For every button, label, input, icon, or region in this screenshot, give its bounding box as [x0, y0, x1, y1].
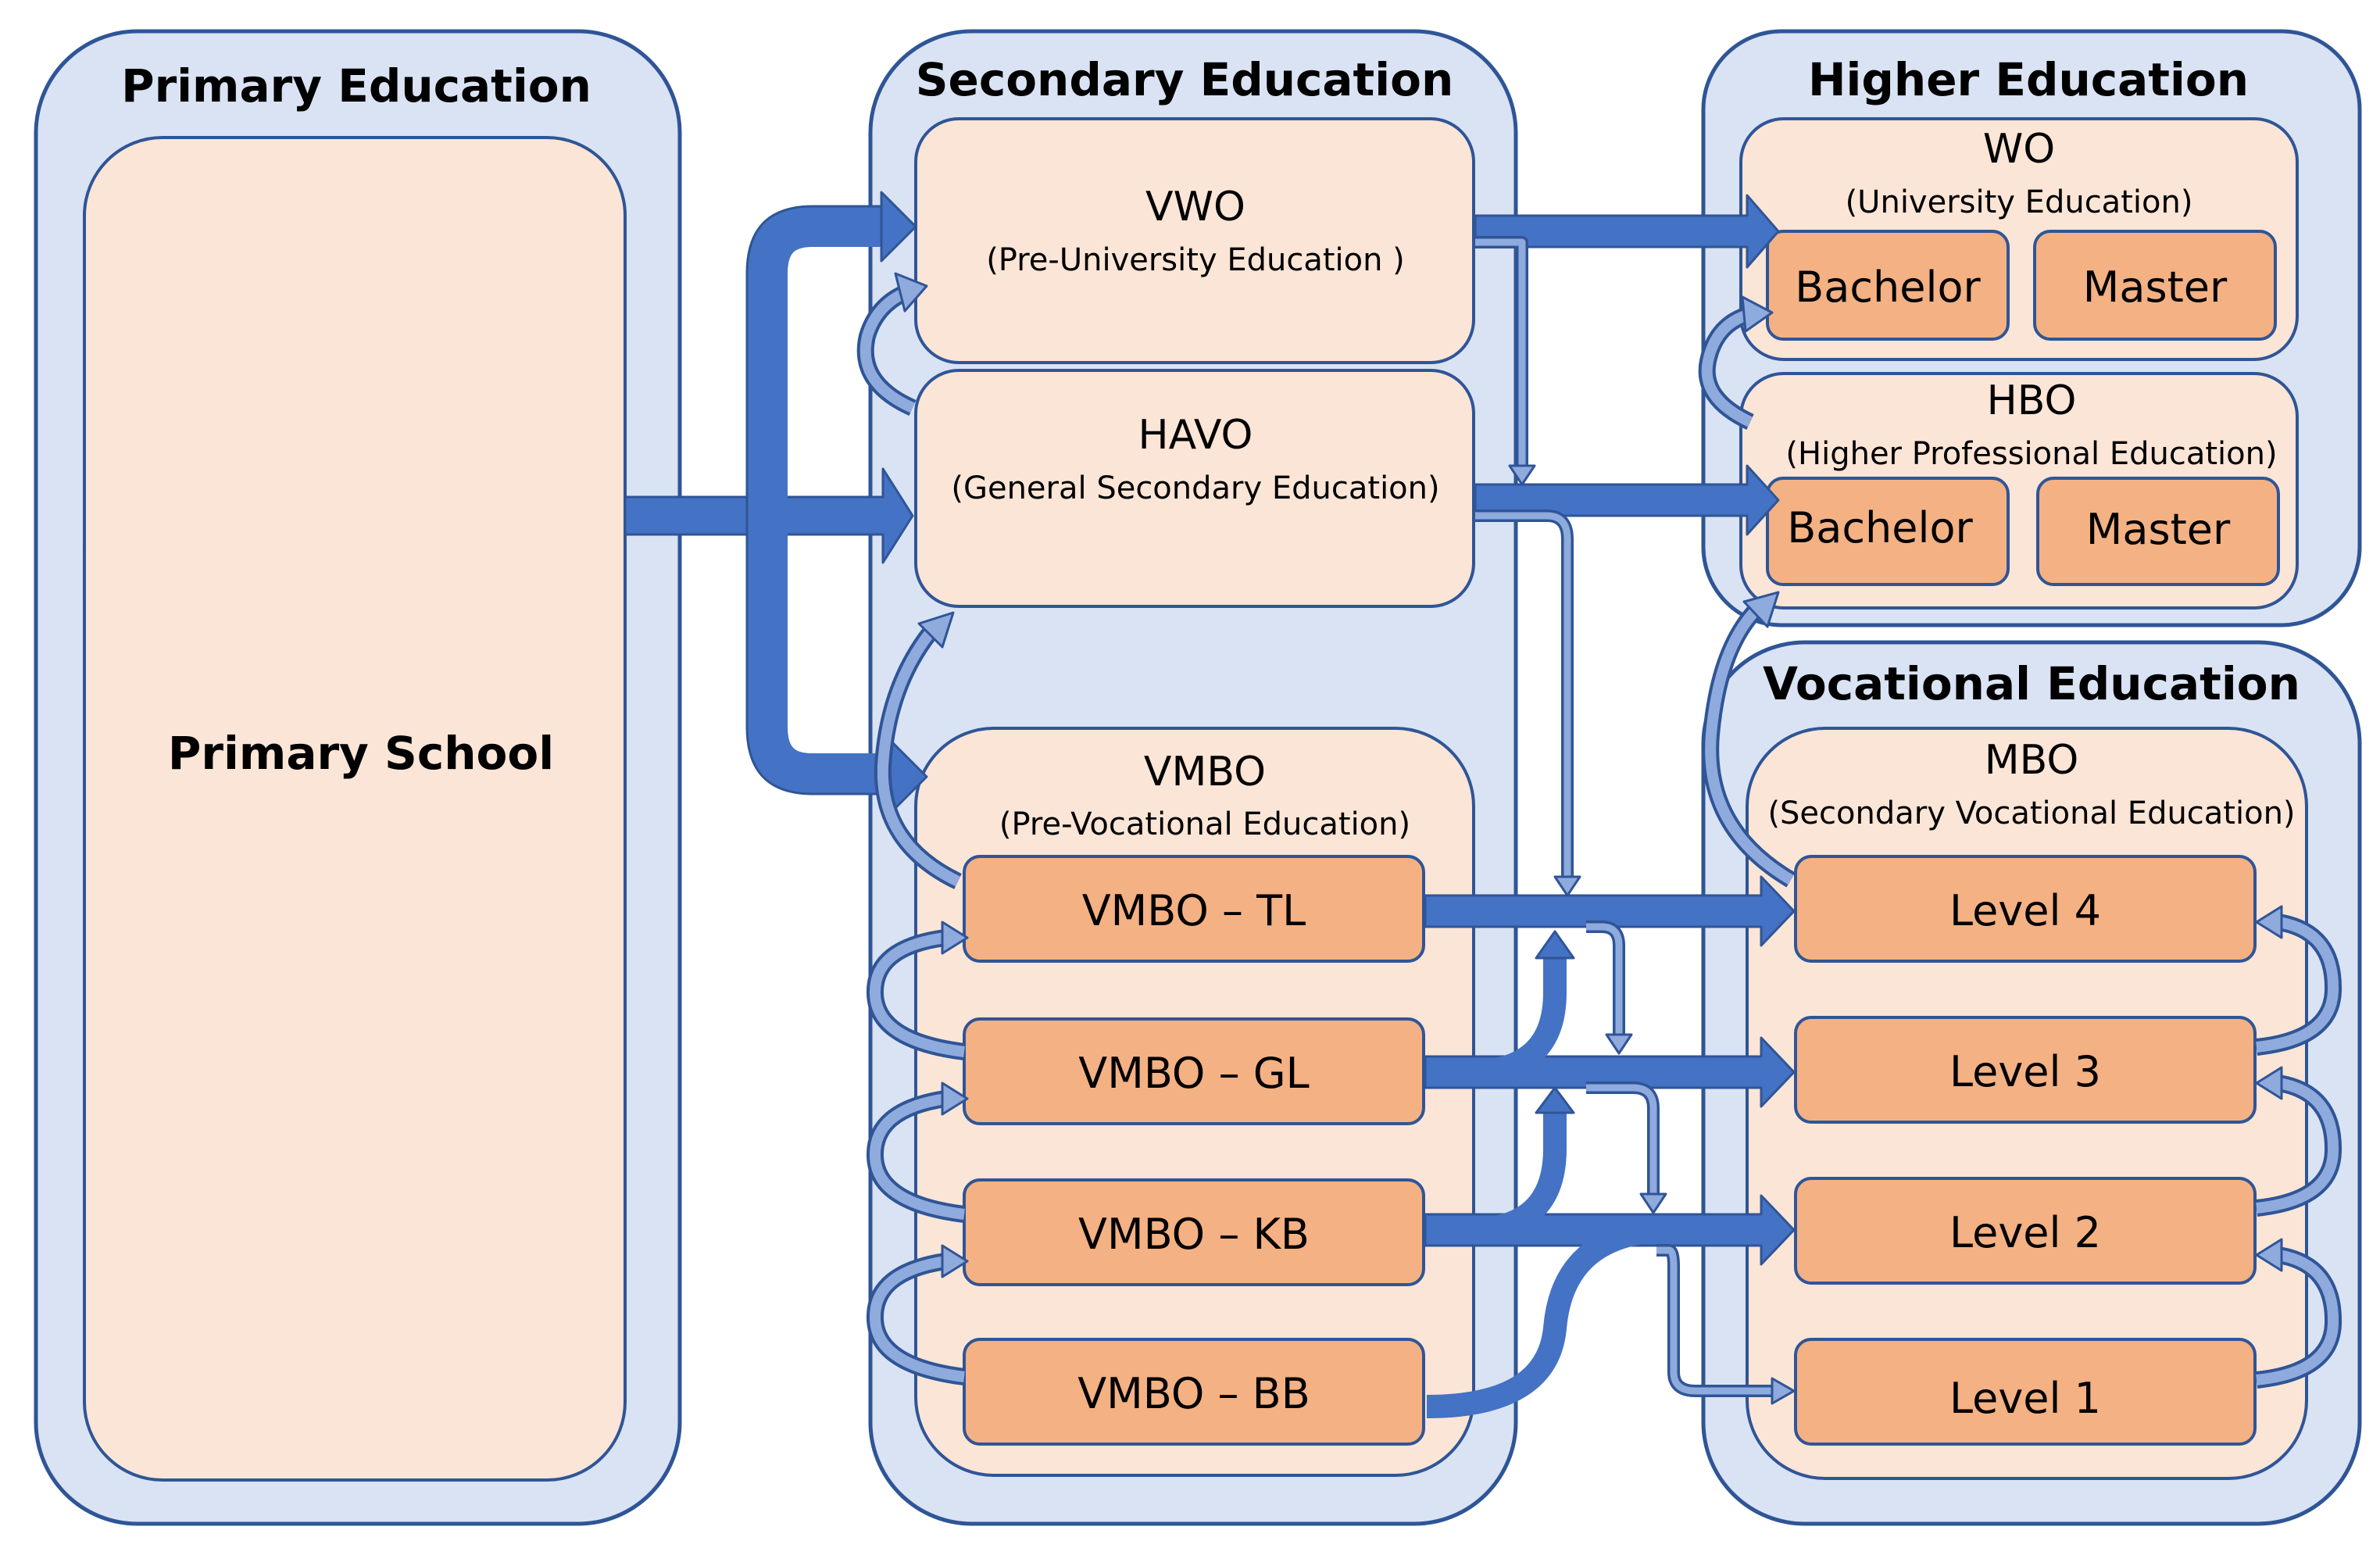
secondary-education-title: Secondary Education — [916, 53, 1454, 106]
thin-arrow-havo-down — [1475, 512, 1571, 878]
arrow-head-to-vwo — [880, 191, 917, 263]
loop-tl-to-havo — [877, 629, 961, 887]
primary-school-label: Primary School — [168, 727, 554, 780]
loop-head-level-3-to-level-4 — [2255, 905, 2283, 939]
vwo-description: (Pre-University Education ) — [986, 242, 1405, 278]
loop-level-4-to-hbo — [1705, 606, 1794, 885]
vmbo-tl-box — [963, 855, 1425, 963]
loop-head-level-2-to-level-3 — [2255, 1066, 2283, 1100]
arrow-vmbo-gl-up-to-tl — [1468, 955, 1567, 1084]
havo-description: (General Secondary Education) — [951, 470, 1439, 506]
loop-kb-to-gl — [869, 1093, 965, 1220]
arrow-vmbo-bb-to-level-2 — [1426, 1218, 1766, 1418]
thin-arrow-head-vwo-down — [1508, 464, 1536, 486]
wo-bachelor-label: Bachelor — [1795, 263, 1981, 312]
loop-level-3-to-level-4 — [2256, 917, 2339, 1053]
higher-education-title: Higher Education — [1808, 53, 2249, 106]
wo-master-label: Master — [2083, 263, 2228, 312]
loop-bb-to-kb — [869, 1256, 965, 1382]
loop-level-1-to-level-2 — [2256, 1249, 2339, 1385]
loop-head-tl-to-havo — [917, 611, 955, 649]
hbo-master-label: Master — [2086, 505, 2231, 554]
hbo-bachelor-box — [1766, 477, 2010, 586]
vwo-name: VWO — [1145, 184, 1245, 231]
thin-arrow-gl-to-level-2-outline — [1586, 1081, 1660, 1196]
arrow-vmbo-gl-to-level-3 — [1424, 1036, 1796, 1108]
arrow-vmbo-tl-to-level-4 — [1424, 875, 1796, 947]
vwo-box — [914, 117, 1475, 364]
loop-head-level-4-to-hbo — [1742, 591, 1780, 628]
arrow-head-up-gl — [1535, 1086, 1575, 1114]
loop-head-kb-to-gl — [941, 1081, 969, 1116]
thin-arrow-vwo-down — [1475, 238, 1526, 467]
vmbo-kb-box — [963, 1178, 1425, 1286]
mbo-level-4-label: Level 4 — [1949, 886, 2101, 935]
wo-description: (University Education) — [1846, 184, 2193, 220]
vmbo-bb-box — [963, 1338, 1425, 1446]
arrow-vmbo-kb-up-to-gl — [1468, 1110, 1567, 1242]
mbo-level-3-box — [1794, 1016, 2257, 1124]
thin-arrow-head-tl-to-level-3 — [1605, 1033, 1633, 1055]
mbo-name: MBO — [1985, 737, 2079, 784]
vmbo-tl-label: VMBO – TL — [1082, 886, 1306, 935]
vocational-education-title: Vocational Education — [1763, 657, 2300, 710]
vmbo-description: (Pre-Vocational Education) — [999, 806, 1410, 842]
arrow-primary-to-vwo-vmbo-bracket — [747, 206, 891, 794]
thin-arrow-head-gl-to-level-2 — [1639, 1192, 1667, 1214]
mbo-level-4-box — [1794, 855, 2257, 963]
vmbo-gl-box — [963, 1017, 1425, 1125]
hbo-name: HBO — [1987, 377, 2077, 424]
vmbo-gl-label: VMBO – GL — [1078, 1049, 1309, 1098]
loop-hbo-to-wo — [1701, 309, 1753, 427]
vmbo-name: VMBO — [1144, 749, 1266, 795]
vmbo-kb-label: VMBO – KB — [1078, 1210, 1310, 1259]
loop-gl-to-tl — [869, 932, 965, 1057]
hbo-description: (Higher Professional Education) — [1785, 436, 2277, 472]
wo-bachelor-box — [1766, 230, 2010, 341]
wo-master-box — [2033, 230, 2277, 341]
hbo-master-box — [2036, 477, 2280, 586]
loop-head-hbo-to-wo — [1741, 295, 1774, 333]
arrow-head-up-tl — [1535, 930, 1575, 960]
thin-arrow-gl-to-level-2 — [1586, 1084, 1657, 1196]
loop-head-gl-to-tl — [941, 921, 969, 955]
mbo-level-3-label: Level 3 — [1949, 1047, 2101, 1096]
primary-school-box — [83, 136, 627, 1482]
loop-head-bb-to-kb — [941, 1244, 969, 1278]
thin-arrow-tl-to-level-3 — [1586, 923, 1623, 1036]
loop-level-2-to-level-3 — [2256, 1078, 2339, 1214]
mbo-level-2-label: Level 2 — [1949, 1208, 2101, 1257]
havo-box — [914, 369, 1475, 608]
mbo-level-2-box — [1794, 1177, 2257, 1285]
thin-arrow-tl-to-level-3-outline — [1586, 921, 1625, 1036]
primary-education-title: Primary Education — [121, 59, 591, 113]
loop-head-level-1-to-level-2 — [2255, 1238, 2283, 1272]
hbo-bachelor-label: Bachelor — [1787, 503, 1973, 552]
mbo-level-1-box — [1794, 1338, 2257, 1446]
loop-head-havo-to-vwo — [894, 272, 928, 313]
thin-arrow-head-kb-to-level-1 — [1771, 1377, 1796, 1405]
thin-arrow-head-havo-down — [1553, 875, 1581, 897]
arrow-bracket-outline — [745, 205, 891, 795]
havo-name: HAVO — [1138, 412, 1253, 459]
vmbo-bb-label: VMBO – BB — [1077, 1369, 1310, 1418]
mbo-description: (Secondary Vocational Education) — [1767, 795, 2295, 831]
mbo-level-1-label: Level 1 — [1949, 1374, 2101, 1423]
wo-name: WO — [1983, 126, 2055, 173]
thin-arrow-kb-to-level-1 — [1656, 1246, 1774, 1395]
loop-havo-to-vwo — [859, 287, 915, 413]
